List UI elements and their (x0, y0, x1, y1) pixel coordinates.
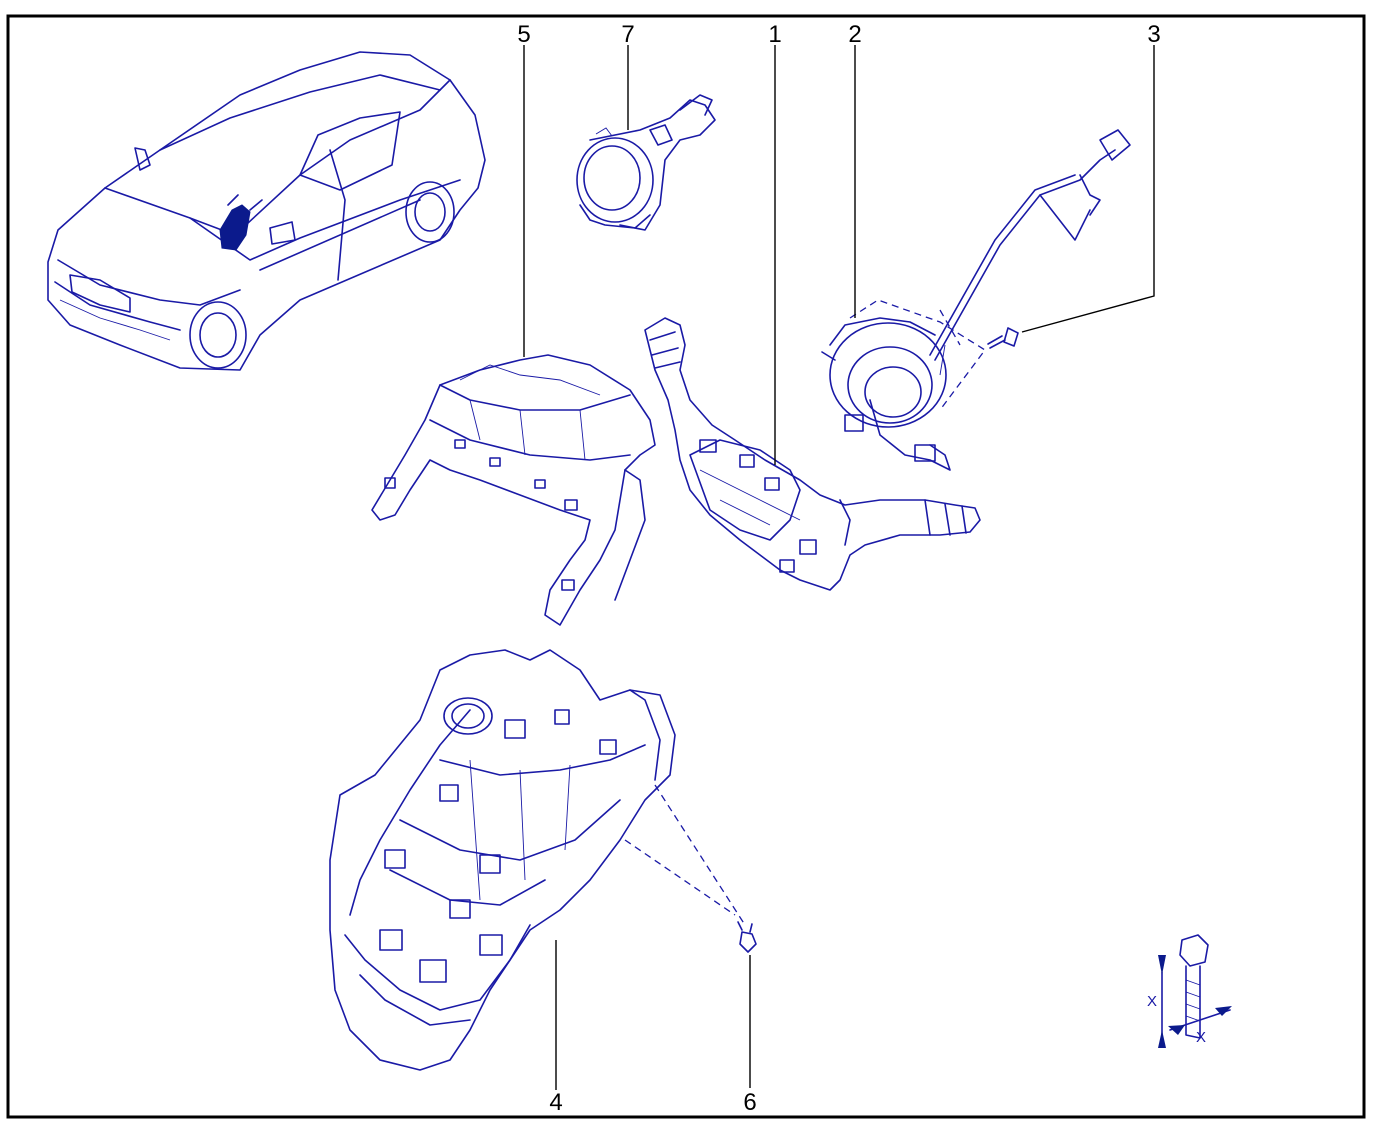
part-7-sensor (576, 94, 716, 231)
callout-2: 2 (848, 21, 861, 48)
callout-6: 6 (743, 1089, 756, 1116)
callout-leader-lines (523, 45, 1155, 1090)
dimension-label-length: X (1147, 993, 1157, 1010)
part-1-stalk-switch-assembly (644, 317, 981, 591)
callout-1: 1 (768, 21, 781, 48)
part-3-screw (987, 327, 1019, 349)
part-5-upper-cover (371, 354, 656, 626)
callout-5: 5 (517, 21, 530, 48)
callout-4: 4 (549, 1089, 562, 1116)
callout-7: 7 (621, 21, 634, 48)
leader-line-3 (1021, 45, 1155, 333)
callout-3: 3 (1147, 21, 1160, 48)
dimension-label-diameter: X (1196, 1029, 1206, 1046)
diagram-frame (6, 14, 1366, 1119)
part-2-rotary-connector (821, 129, 1131, 471)
vehicle-locator-illustration (47, 51, 486, 371)
callout-numbers: 5 7 1 2 3 4 6 (517, 21, 1160, 1116)
part-6-screw (624, 784, 757, 953)
bolt-dimension-icon: X X (1147, 934, 1232, 1048)
part-4-lower-cover (329, 649, 676, 1071)
highlighted-part-marker (219, 204, 251, 251)
